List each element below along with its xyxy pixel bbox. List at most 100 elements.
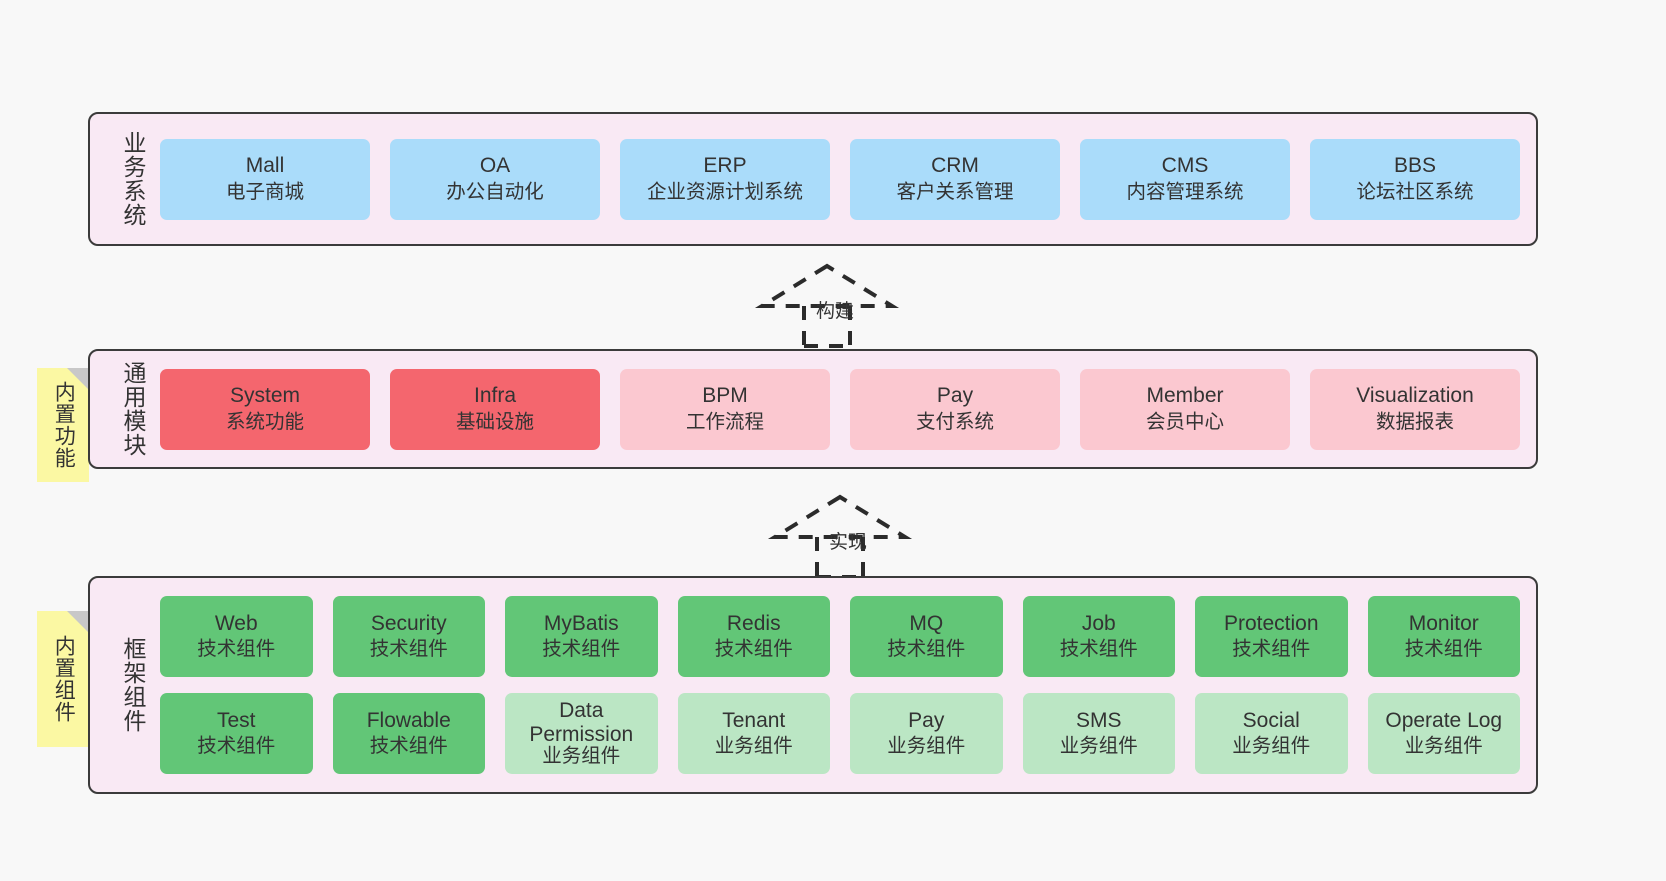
build-arrow-icon xyxy=(754,263,900,348)
box-mybatis[interactable]: MyBatis 技术组件 xyxy=(505,596,658,677)
box-oa[interactable]: OA 办公自动化 xyxy=(390,138,600,220)
connector-build: 构建 xyxy=(754,258,908,348)
box-mq[interactable]: MQ 技术组件 xyxy=(850,596,1003,677)
box-member[interactable]: Member 会员中心 xyxy=(1080,368,1290,450)
box-flowable[interactable]: Flowable 技术组件 xyxy=(332,693,485,774)
box-tenant[interactable]: Tenant 业务组件 xyxy=(677,693,830,774)
box-bbs[interactable]: BBS 论坛社区系统 xyxy=(1310,138,1520,220)
row-tech-components: Web 技术组件 Security 技术组件 MyBatis 技术组件 Redi… xyxy=(160,596,1520,677)
row-business-components: Test 技术组件 Flowable 技术组件 Data Permission … xyxy=(160,693,1520,774)
layer-business-system: 业务系统 Mall 电子商城 OA 办公自动化 ERP 企业资源计划系统 CRM… xyxy=(88,112,1538,246)
box-tenant-sub: 业务组件 xyxy=(714,735,793,758)
box-pay-component-sub: 业务组件 xyxy=(887,735,966,758)
box-infra-sub: 基础设施 xyxy=(455,410,534,433)
box-flowable-sub: 技术组件 xyxy=(369,735,448,758)
box-web[interactable]: Web 技术组件 xyxy=(160,596,313,677)
box-member-name: Member xyxy=(1146,384,1224,408)
box-test[interactable]: Test 技术组件 xyxy=(160,693,313,774)
box-bpm[interactable]: BPM 工作流程 xyxy=(620,368,830,450)
box-web-sub: 技术组件 xyxy=(197,638,276,661)
box-crm-name: CRM xyxy=(931,154,979,178)
box-job[interactable]: Job 技术组件 xyxy=(1022,596,1175,677)
layer-framework-component: 框架组件 Web 技术组件 Security 技术组件 MyBatis 技术组件… xyxy=(88,576,1538,794)
box-oa-sub: 办公自动化 xyxy=(446,180,544,203)
box-operate-log[interactable]: Operate Log 业务组件 xyxy=(1367,693,1520,774)
box-redis-name: Redis xyxy=(726,611,781,635)
box-bpm-name: BPM xyxy=(702,384,748,408)
box-oa-name: OA xyxy=(479,154,511,178)
box-test-sub: 技术组件 xyxy=(197,735,276,758)
box-redis-sub: 技术组件 xyxy=(714,638,793,661)
box-pay-component-name: Pay xyxy=(908,708,945,732)
box-cms[interactable]: CMS 内容管理系统 xyxy=(1080,138,1290,220)
box-protection-sub: 技术组件 xyxy=(1232,638,1311,661)
layer-body-framework-component: Web 技术组件 Security 技术组件 MyBatis 技术组件 Redi… xyxy=(146,596,1536,774)
box-mq-name: MQ xyxy=(909,611,944,635)
box-tenant-name: Tenant xyxy=(722,708,786,732)
box-monitor-sub: 技术组件 xyxy=(1404,638,1483,661)
box-pay-module[interactable]: Pay 支付系统 xyxy=(850,368,1060,450)
box-web-name: Web xyxy=(214,611,258,635)
box-erp-sub: 企业资源计划系统 xyxy=(646,180,803,203)
box-erp-name: ERP xyxy=(703,154,747,178)
box-data-permission-sub: 业务组件 xyxy=(542,745,621,768)
box-social-sub: 业务组件 xyxy=(1232,735,1311,758)
box-visualization[interactable]: Visualization 数据报表 xyxy=(1310,368,1520,450)
box-data-permission[interactable]: Data Permission 业务组件 xyxy=(505,693,658,774)
box-pay-component[interactable]: Pay 业务组件 xyxy=(850,693,1003,774)
box-crm[interactable]: CRM 客户关系管理 xyxy=(850,138,1060,220)
box-social[interactable]: Social 业务组件 xyxy=(1195,693,1348,774)
box-bbs-sub: 论坛社区系统 xyxy=(1356,180,1474,203)
box-pay-module-name: Pay xyxy=(936,384,974,408)
box-pay-module-sub: 支付系统 xyxy=(915,410,994,433)
box-mall-name: Mall xyxy=(245,154,285,178)
layer-title-common-module: 通用模块 xyxy=(120,361,146,457)
layer-body-common-module: System 系统功能 Infra 基础设施 BPM 工作流程 Pay 支付系统… xyxy=(146,368,1536,450)
note-builtin-component: 内置组件 xyxy=(37,611,89,747)
box-social-name: Social xyxy=(1242,708,1300,732)
box-mall[interactable]: Mall 电子商城 xyxy=(160,138,370,220)
box-mybatis-name: MyBatis xyxy=(543,611,619,635)
box-sms-name: SMS xyxy=(1075,708,1122,732)
box-cms-name: CMS xyxy=(1161,154,1209,178)
box-protection[interactable]: Protection 技术组件 xyxy=(1195,596,1348,677)
layer-title-framework-component: 框架组件 xyxy=(120,637,146,733)
box-bbs-name: BBS xyxy=(1393,154,1437,178)
box-sms-sub: 业务组件 xyxy=(1059,735,1138,758)
box-protection-name: Protection xyxy=(1223,611,1319,635)
layer-title-business-system: 业务系统 xyxy=(120,131,146,227)
note-fold-icon xyxy=(67,611,89,633)
box-monitor-name: Monitor xyxy=(1408,611,1479,635)
build-arrow-label: 构建 xyxy=(816,301,855,322)
box-system-sub: 系统功能 xyxy=(225,410,304,433)
box-visualization-name: Visualization xyxy=(1356,384,1474,408)
box-redis[interactable]: Redis 技术组件 xyxy=(677,596,830,677)
note-builtin-component-label: 内置组件 xyxy=(52,635,76,723)
box-system[interactable]: System 系统功能 xyxy=(160,368,370,450)
layer-body-business-system: Mall 电子商城 OA 办公自动化 ERP 企业资源计划系统 CRM 客户关系… xyxy=(146,138,1536,220)
box-mall-sub: 电子商城 xyxy=(225,180,304,203)
box-security-sub: 技术组件 xyxy=(369,638,448,661)
box-monitor[interactable]: Monitor 技术组件 xyxy=(1367,596,1520,677)
box-erp[interactable]: ERP 企业资源计划系统 xyxy=(620,138,830,220)
box-test-name: Test xyxy=(216,708,256,732)
box-sms[interactable]: SMS 业务组件 xyxy=(1022,693,1175,774)
row-common-modules: System 系统功能 Infra 基础设施 BPM 工作流程 Pay 支付系统… xyxy=(160,368,1520,450)
box-crm-sub: 客户关系管理 xyxy=(896,180,1014,203)
box-infra[interactable]: Infra 基础设施 xyxy=(390,368,600,450)
box-security[interactable]: Security 技术组件 xyxy=(332,596,485,677)
box-infra-name: Infra xyxy=(473,384,517,408)
implement-arrow-label: 实现 xyxy=(829,532,868,553)
note-builtin-function: 内置功能 xyxy=(37,368,89,482)
row-business-systems: Mall 电子商城 OA 办公自动化 ERP 企业资源计划系统 CRM 客户关系… xyxy=(160,138,1520,220)
box-job-sub: 技术组件 xyxy=(1059,638,1138,661)
box-cms-sub: 内容管理系统 xyxy=(1126,180,1244,203)
note-fold-icon xyxy=(67,368,89,390)
box-mq-sub: 技术组件 xyxy=(887,638,966,661)
box-operate-log-sub: 业务组件 xyxy=(1404,735,1483,758)
note-builtin-function-label: 内置功能 xyxy=(52,381,76,469)
box-data-permission-name: Data Permission xyxy=(529,699,634,746)
box-bpm-sub: 工作流程 xyxy=(685,410,764,433)
box-job-name: Job xyxy=(1081,611,1116,635)
